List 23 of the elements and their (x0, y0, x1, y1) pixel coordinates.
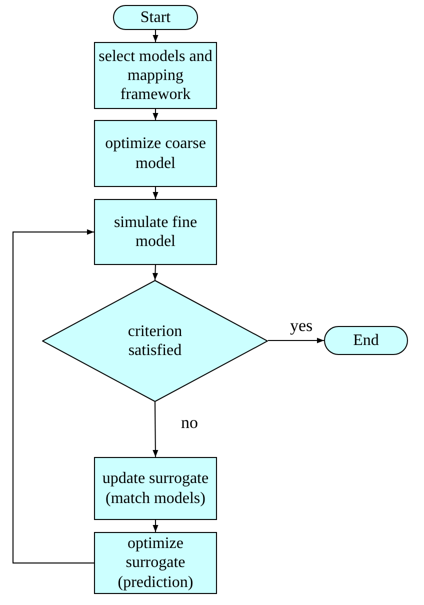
arrow (12, 229, 94, 564)
arrow (152, 186, 158, 200)
node-text: update surrogate (match models) (101, 469, 210, 508)
arrow (152, 402, 158, 458)
process-box (94, 457, 217, 520)
node-text: simulate fine model (112, 212, 198, 252)
arrow (152, 264, 158, 280)
node-text: select models and mapping framework (98, 46, 214, 104)
arrow (152, 520, 158, 532)
arrow (152, 108, 158, 120)
arrow (268, 338, 324, 344)
arrow (152, 30, 158, 42)
node-text: optimize coarse model (104, 134, 207, 173)
decision-diamond (42, 280, 268, 402)
node-text: optimize surrogate (prediction) (116, 534, 194, 592)
node-text: criterion satisfied (126, 322, 184, 360)
process-box (94, 120, 217, 187)
process-box (94, 199, 217, 265)
terminal-pill (113, 5, 198, 30)
node-text: Start (139, 8, 172, 28)
process-box (94, 532, 217, 594)
terminal-pill (324, 326, 408, 355)
node-text: End (352, 330, 380, 350)
